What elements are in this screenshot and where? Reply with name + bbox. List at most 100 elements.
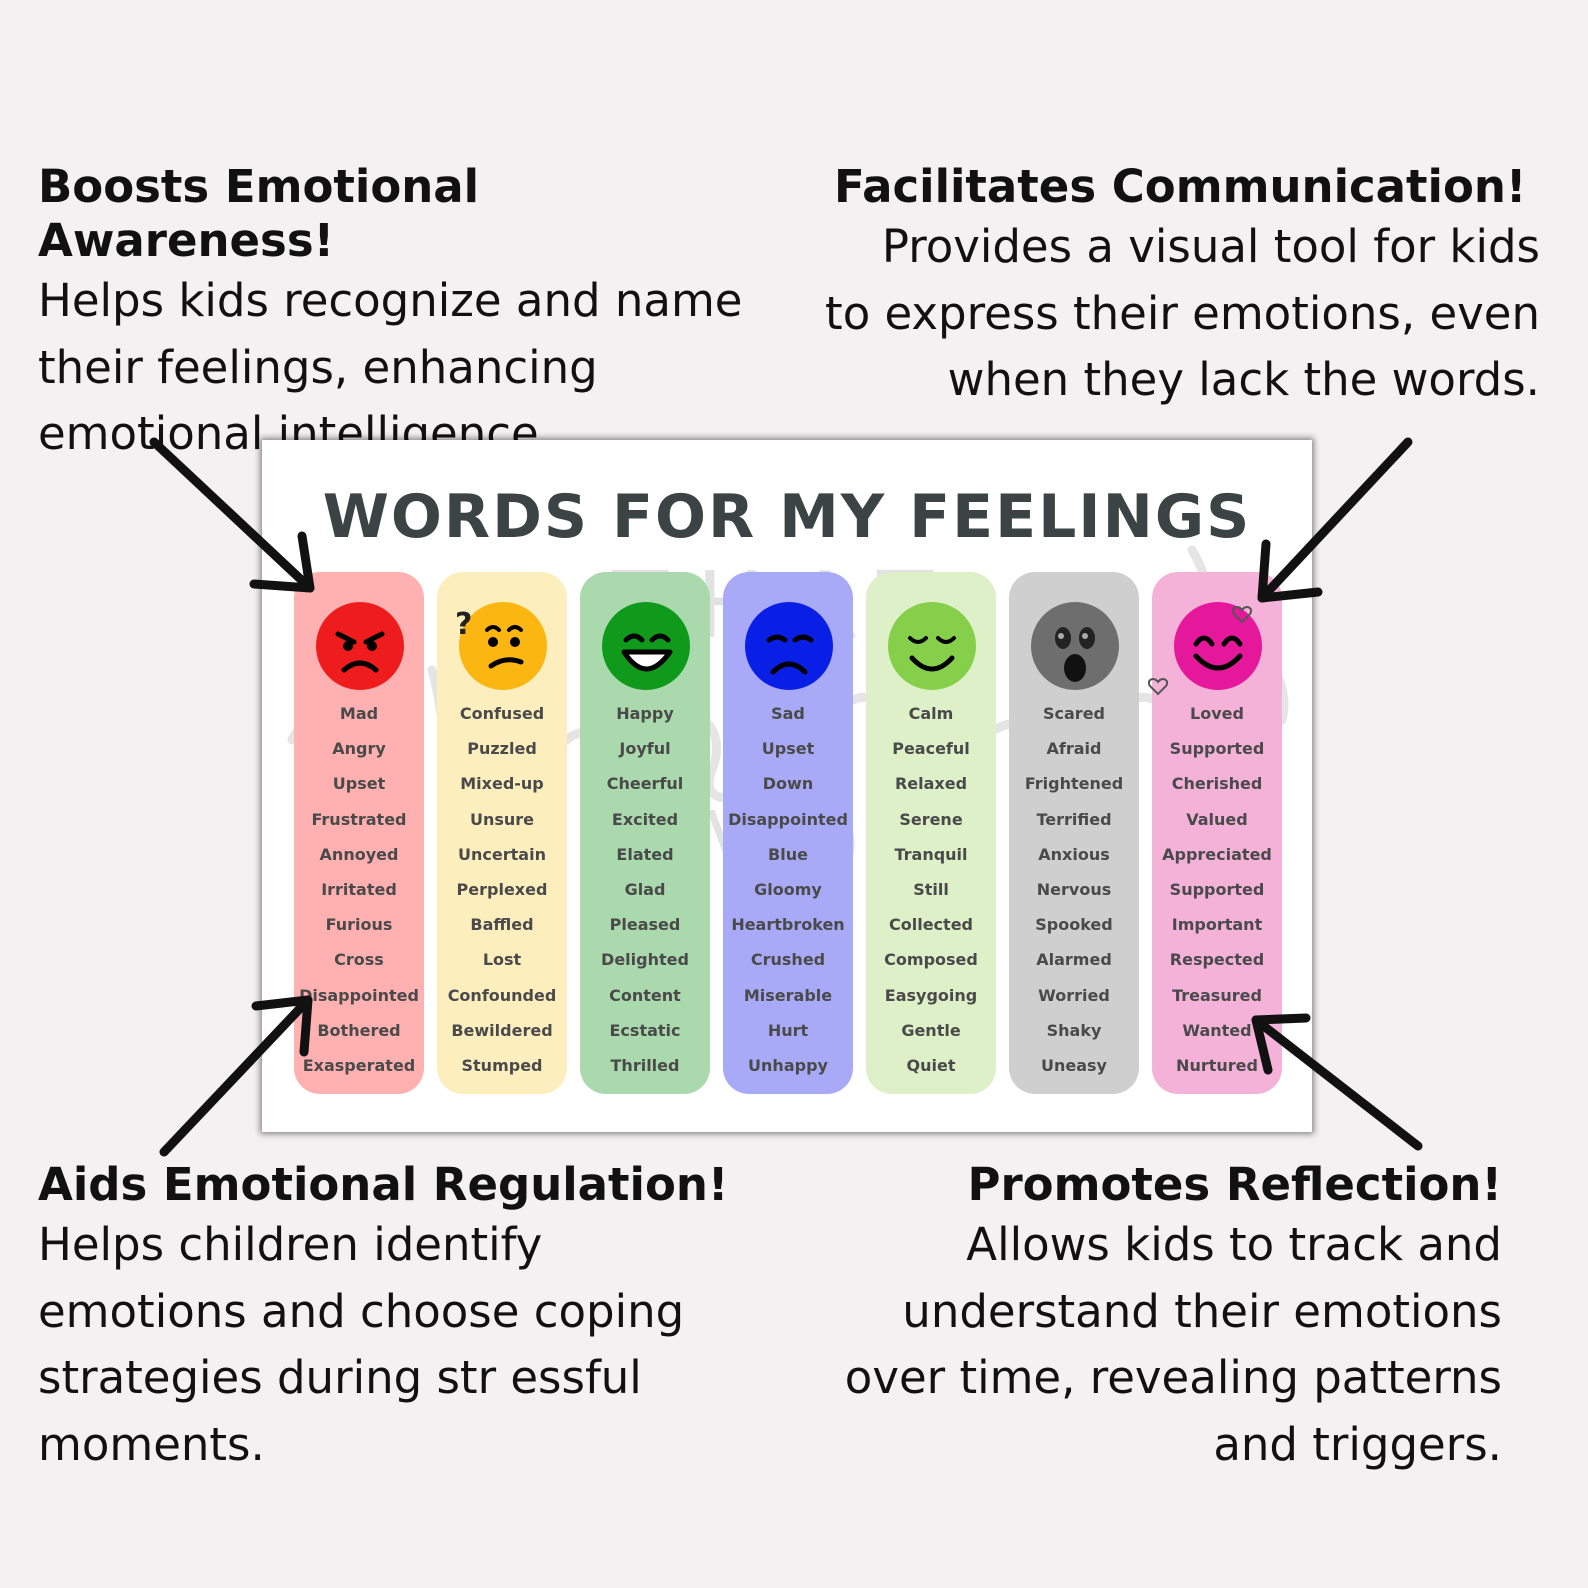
feeling-word: Unhappy	[748, 1055, 828, 1075]
feeling-word: Nervous	[1036, 879, 1112, 899]
feeling-word: Supported	[1169, 879, 1265, 899]
feeling-word: Disappointed	[728, 809, 848, 829]
callout-emotional-awareness: Boosts Emotional Awareness! Helps kids r…	[38, 160, 778, 468]
feeling-word: Lost	[482, 950, 522, 970]
callout-line: when they lack the words.	[947, 353, 1540, 407]
callout-heading: Boosts Emotional Awareness!	[38, 160, 480, 267]
feeling-word: Supported	[1169, 739, 1265, 759]
feeling-word: Shaky	[1046, 1020, 1102, 1040]
feeling-word: Quiet	[906, 1055, 956, 1075]
sad-face-icon	[745, 602, 833, 690]
feeling-word: Heartbroken	[731, 915, 845, 935]
feeling-word: Baffled	[470, 915, 534, 935]
feeling-word: Gentle	[901, 1020, 961, 1040]
feeling-word: Calm	[908, 704, 954, 723]
feeling-word: Hurt	[767, 1020, 809, 1040]
feeling-word: Still	[913, 879, 949, 899]
callout-heading: Facilitates Communication!	[834, 160, 1527, 213]
feeling-word: Disappointed	[299, 985, 419, 1005]
feelings-poster: THAT MOM WORDS FOR MY FEELINGS MadAngryU…	[262, 440, 1312, 1132]
feeling-word: Puzzled	[467, 739, 537, 759]
feeling-word: Collected	[889, 915, 973, 935]
feeling-word: Excited	[611, 809, 679, 829]
feeling-word: Elated	[616, 844, 674, 864]
callout-line: emotions and choose coping	[38, 1284, 685, 1338]
feeling-word: Delighted	[601, 950, 689, 970]
callout-communication: Facilitates Communication! Provides a vi…	[800, 160, 1540, 414]
feeling-word: Scared	[1043, 704, 1105, 723]
callout-heading: Aids Emotional Regulation!	[38, 1158, 729, 1211]
feeling-word: Unsure	[469, 809, 535, 829]
feeling-word: Treasured	[1172, 985, 1262, 1005]
feeling-word: Thrilled	[610, 1055, 680, 1075]
feeling-word: Pleased	[609, 915, 681, 935]
feeling-word: Gloomy	[754, 879, 822, 899]
scared-face-icon	[1031, 602, 1119, 690]
feeling-word: Angry	[332, 739, 386, 759]
feeling-word: Cherished	[1171, 774, 1263, 794]
feeling-word: Valued	[1186, 809, 1248, 829]
feeling-word: Composed	[884, 950, 978, 970]
callout-line: Allows kids to track and	[966, 1218, 1502, 1271]
feeling-word: Exasperated	[302, 1055, 416, 1075]
feeling-word: Afraid	[1046, 739, 1102, 759]
feeling-word: Uneasy	[1041, 1055, 1107, 1075]
feeling-word: Serene	[899, 809, 963, 829]
feeling-word: Wanted	[1182, 1020, 1252, 1040]
callout-line: and triggers.	[1213, 1417, 1502, 1471]
callout-line: their feelings, enhancing	[38, 340, 598, 394]
feeling-word: Alarmed	[1036, 950, 1112, 970]
feeling-word: Nurtured	[1176, 1055, 1258, 1075]
callout-line: understand their emotions	[902, 1284, 1502, 1338]
feeling-word: Uncertain	[458, 844, 546, 864]
feeling-word: Content	[609, 985, 681, 1005]
feeling-word: Blue	[768, 844, 808, 864]
feeling-word: Relaxed	[894, 774, 968, 794]
feeling-word: Furious	[325, 915, 393, 935]
callout-line: to express their emotions, even	[825, 286, 1540, 340]
feeling-word: Mad	[339, 704, 379, 723]
callout-reflection: Promotes Reflection! Allows kids to trac…	[760, 1158, 1502, 1478]
feeling-word: Respected	[1169, 950, 1265, 970]
feeling-word: Spooked	[1035, 915, 1113, 935]
feeling-word: Stumped	[461, 1055, 543, 1075]
callout-line: over time, revealing patterns	[844, 1351, 1502, 1405]
feeling-word: Worried	[1038, 985, 1110, 1005]
feeling-word: Cross	[334, 950, 384, 970]
feeling-word: Confused	[459, 704, 545, 723]
feeling-word: Loved	[1190, 704, 1244, 723]
feeling-word: Annoyed	[319, 844, 399, 864]
feeling-word: Upset	[761, 739, 815, 759]
feeling-word: Upset	[332, 774, 386, 794]
callout-line: strategies during str essful	[38, 1351, 642, 1405]
feeling-word: Joyful	[619, 739, 671, 759]
calm-face-icon	[888, 602, 976, 690]
svg-text:?: ?	[455, 607, 472, 642]
feeling-word: Bothered	[317, 1020, 401, 1040]
feeling-word: Frustrated	[311, 809, 407, 829]
loved-face-icon	[1148, 602, 1262, 696]
callout-heading: Promotes Reflection!	[967, 1158, 1502, 1211]
feeling-word: Terrified	[1036, 809, 1112, 829]
callout-line: Helps kids recognize and name	[38, 274, 743, 327]
feeling-word: Mixed-up	[460, 774, 544, 794]
feeling-word: Important	[1171, 915, 1263, 935]
happy-face-icon	[602, 602, 690, 690]
feeling-word: Sad	[771, 704, 805, 723]
callout-emotional-regulation: Aids Emotional Regulation! Helps childre…	[38, 1158, 758, 1478]
feeling-word: Ecstatic	[609, 1020, 681, 1040]
confused-face-icon: ?	[455, 602, 547, 690]
